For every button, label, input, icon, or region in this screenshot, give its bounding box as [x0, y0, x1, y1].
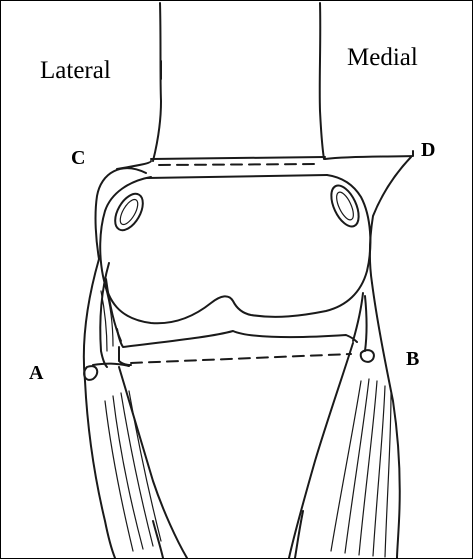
- capsule-band-bottom: [147, 175, 327, 178]
- medial-muscle-fiber: [385, 393, 391, 557]
- capsule-line-dashed: [159, 164, 319, 165]
- point-a-label: A: [29, 362, 43, 385]
- lateral-muscle-fiber: [105, 401, 133, 551]
- femur-shaft: [320, 3, 324, 159]
- medial-plateau-edge: [353, 293, 363, 341]
- lateral-leg-inner: [119, 367, 187, 558]
- medial-label: Medial: [347, 44, 418, 72]
- medial-bursa: [326, 181, 365, 230]
- tibial-plateau: [117, 329, 357, 347]
- point-a-line: [93, 364, 129, 366]
- medial-leg-edge: [365, 296, 367, 351]
- ligament-c-line: [117, 161, 151, 169]
- point-c-label: C: [71, 147, 85, 170]
- tibial-joint-dashed: [131, 354, 351, 363]
- femur-shaft: [153, 3, 161, 161]
- medial-muscle-fiber: [331, 381, 361, 551]
- medial-bursa-inner: [333, 190, 357, 222]
- lateral-bursa-inner: [117, 197, 141, 227]
- point-b-label: B: [406, 348, 419, 371]
- point-d-label: D: [421, 139, 435, 162]
- lateral-ligament: [96, 168, 146, 259]
- point-b-loop: [361, 350, 374, 362]
- ligament-d-line: [370, 157, 411, 283]
- medial-ligament: [325, 151, 413, 159]
- capsule-band-top: [151, 157, 325, 159]
- lateral-label: Lateral: [40, 57, 111, 85]
- tibial-plateau-lower: [119, 347, 131, 365]
- medial-leg-inner: [289, 343, 353, 558]
- lateral-bursa: [109, 189, 148, 235]
- lateral-muscle-fiber: [113, 396, 143, 549]
- point-a-loop: [84, 366, 97, 380]
